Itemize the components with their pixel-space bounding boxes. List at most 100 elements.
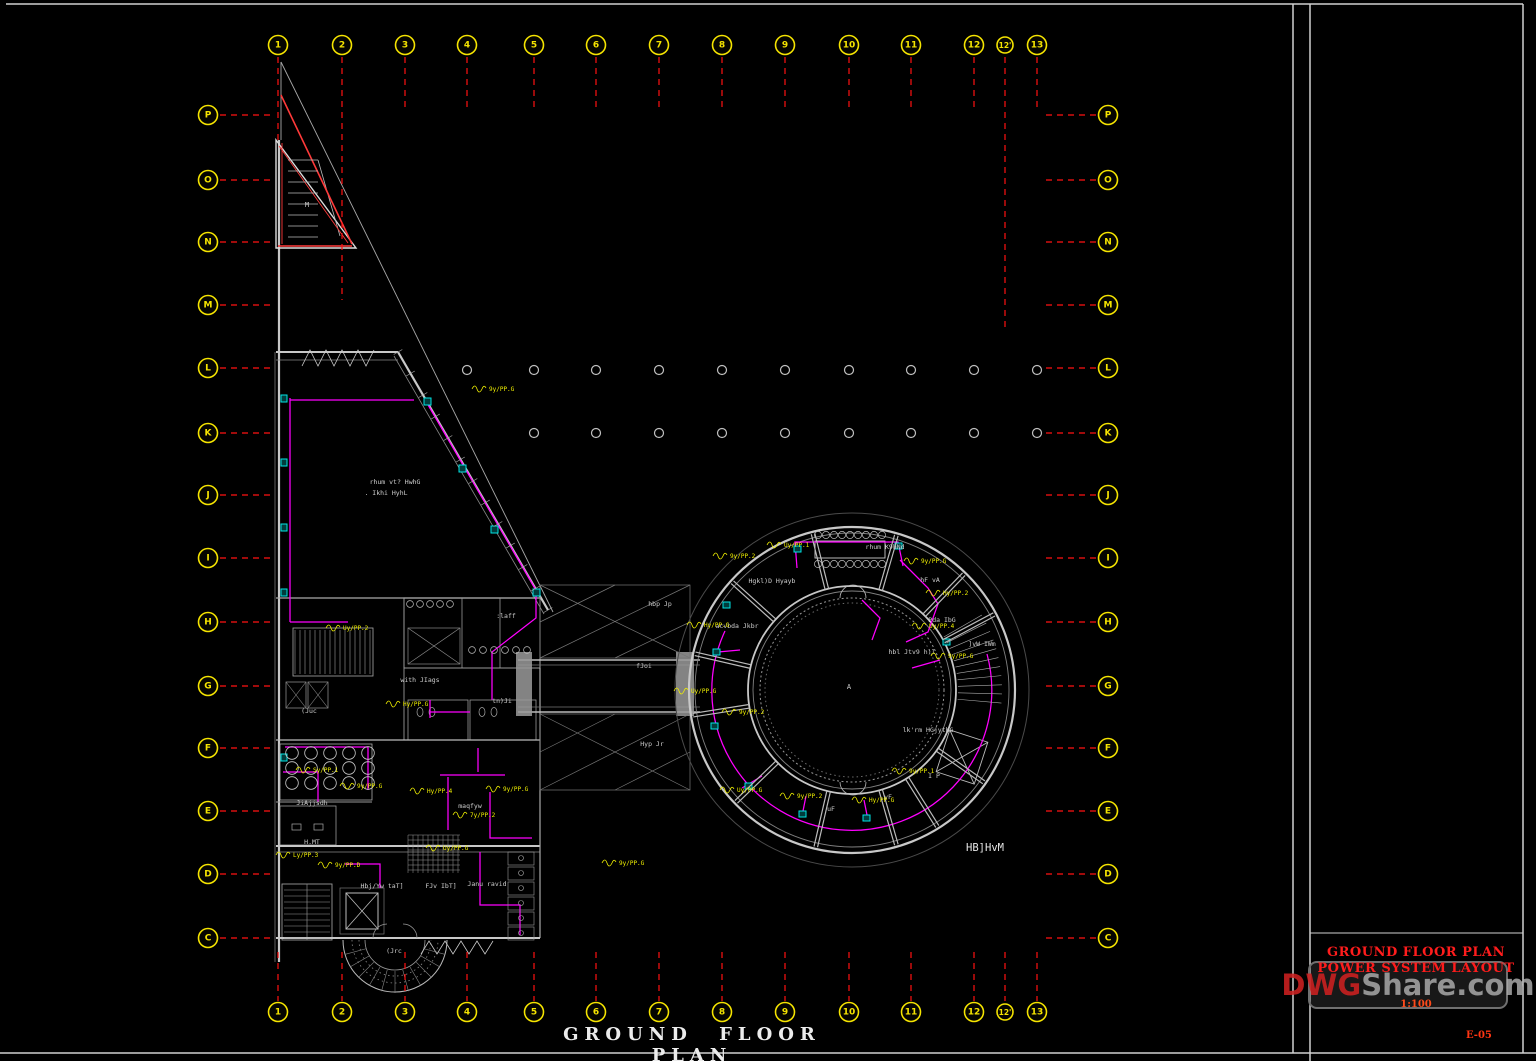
- toilet-fixture: [518, 885, 524, 891]
- rotunda-spoke: [694, 654, 751, 669]
- grid-bubble-label: F: [205, 744, 211, 754]
- titleblock-sheet-number: E-05: [1466, 1030, 1492, 1041]
- circuit-squiggle: [891, 767, 907, 775]
- circuit-squiggle: [673, 687, 689, 695]
- column-marker: [1031, 364, 1043, 376]
- watermark-suffix: Share.com: [1361, 968, 1535, 1002]
- column-marker: [590, 427, 602, 439]
- grid-bubble-label: L: [205, 364, 211, 374]
- chair: [870, 531, 878, 539]
- circuit-label: Uy/PP.G: [691, 688, 717, 695]
- column-marker: [590, 364, 602, 376]
- rotunda-spoke: [737, 763, 779, 804]
- grid-bubble: [996, 36, 1014, 54]
- grid-bubble-label: E: [205, 807, 211, 817]
- circuit-label: 9y/PP.2: [730, 553, 756, 560]
- dining-table: [323, 746, 337, 760]
- left-building-walls: [274, 61, 700, 993]
- grid-bubble-label: 3: [402, 1008, 408, 1018]
- grid-bubble-label: 8: [719, 41, 725, 51]
- toilet-fixture: [518, 870, 524, 876]
- grid-bubble-label: I: [206, 554, 209, 564]
- grid-bubble-label: 12: [968, 1008, 981, 1018]
- circuit-squiggle: [471, 385, 487, 393]
- chair: [878, 560, 886, 568]
- grid-bubble-label: 2: [339, 1008, 345, 1018]
- grid-bubble-label: 11: [905, 41, 918, 51]
- circuit-squiggle: [712, 552, 728, 560]
- plan-label: maqfyw: [458, 802, 482, 810]
- grid-bubble-label: K: [1105, 429, 1113, 439]
- plan-label: A: [847, 683, 852, 691]
- grid-bubble-label: 10: [843, 41, 856, 51]
- grid-bubble: [331, 1001, 353, 1023]
- column-marker: [528, 364, 540, 376]
- rotunda-stair-hatch: [956, 666, 1001, 674]
- grid-bubble: [1097, 927, 1119, 949]
- grid-bubble: [774, 34, 796, 56]
- column-marker: [905, 364, 917, 376]
- chair: [822, 531, 830, 539]
- wall-hatch: [418, 392, 428, 398]
- grid-bubble-label: 5: [531, 1008, 537, 1018]
- circuit-squiggle: [275, 851, 291, 859]
- chair: [854, 560, 862, 568]
- plan-label: :laff: [496, 612, 516, 620]
- grid-bubble: [197, 422, 219, 444]
- column-marker: [653, 427, 665, 439]
- rotunda-spoke: [693, 707, 750, 718]
- circuit-label: Hy/PP.4: [427, 788, 453, 795]
- grid-bubble: [648, 1001, 670, 1023]
- chair: [862, 531, 870, 539]
- plan-label: FJv IbT]: [425, 882, 456, 890]
- rotunda-spoke: [816, 791, 831, 848]
- rotunda-stair-hatch: [951, 639, 994, 655]
- drawing-title: GROUND FLOOR PLAN: [563, 1024, 821, 1061]
- circuit-squiggle: [686, 621, 702, 629]
- terrace-fan: [358, 962, 374, 978]
- circuit-label: 9y/PP.G: [503, 786, 529, 793]
- chair: [862, 560, 870, 568]
- dining-table: [342, 746, 356, 760]
- toilet-stall: [507, 911, 535, 926]
- grid-bubble: [1097, 422, 1119, 444]
- grid-bubble-label: P: [1105, 111, 1112, 121]
- grid-bubble: [1097, 484, 1119, 506]
- grid-bubble-label: C: [1105, 934, 1112, 944]
- outlet-boxes: [280, 394, 951, 822]
- circuit-squiggle: [485, 785, 501, 793]
- grid-bubble-label: 7: [656, 41, 662, 51]
- plan-label: HB]HvM: [966, 842, 1004, 854]
- circuit-squiggle: [325, 624, 341, 632]
- circuit-label: Sy/PP.1: [313, 767, 339, 774]
- plan-label: Hbj/Yw taT]: [360, 882, 403, 890]
- rotunda-spoke: [937, 747, 986, 782]
- terrace-fan: [402, 969, 409, 992]
- dining-table: [304, 776, 318, 790]
- grid-bubble-label: H: [1104, 618, 1112, 628]
- plan-label: Hyp Jr: [640, 740, 664, 748]
- grid-bubble: [197, 484, 219, 506]
- circuit-squiggle: [295, 766, 311, 774]
- rotunda-spoke: [908, 776, 940, 826]
- circuit-label: 9y/PP.1: [909, 768, 935, 775]
- grid-bubble: [197, 611, 219, 633]
- chair: [854, 531, 862, 539]
- generated-decor: [284, 159, 1002, 993]
- grid-bubble: [197, 800, 219, 822]
- terrace-fan: [349, 955, 370, 968]
- terrace-fan: [423, 948, 446, 955]
- rotunda-spoke: [942, 612, 994, 641]
- grid-bubble: [1097, 547, 1119, 569]
- rotunda-spoke: [814, 533, 830, 589]
- grid-bubble: [1097, 611, 1119, 633]
- grid-bubble-label: 1: [275, 41, 281, 51]
- plan-label: fJoi: [636, 662, 652, 670]
- grid-bubble-label: 12': [999, 41, 1012, 50]
- column-marker: [528, 427, 540, 439]
- grid-bubble: [838, 1001, 860, 1023]
- grid-bubble: [900, 34, 922, 56]
- grid-bubble: [1026, 1001, 1048, 1023]
